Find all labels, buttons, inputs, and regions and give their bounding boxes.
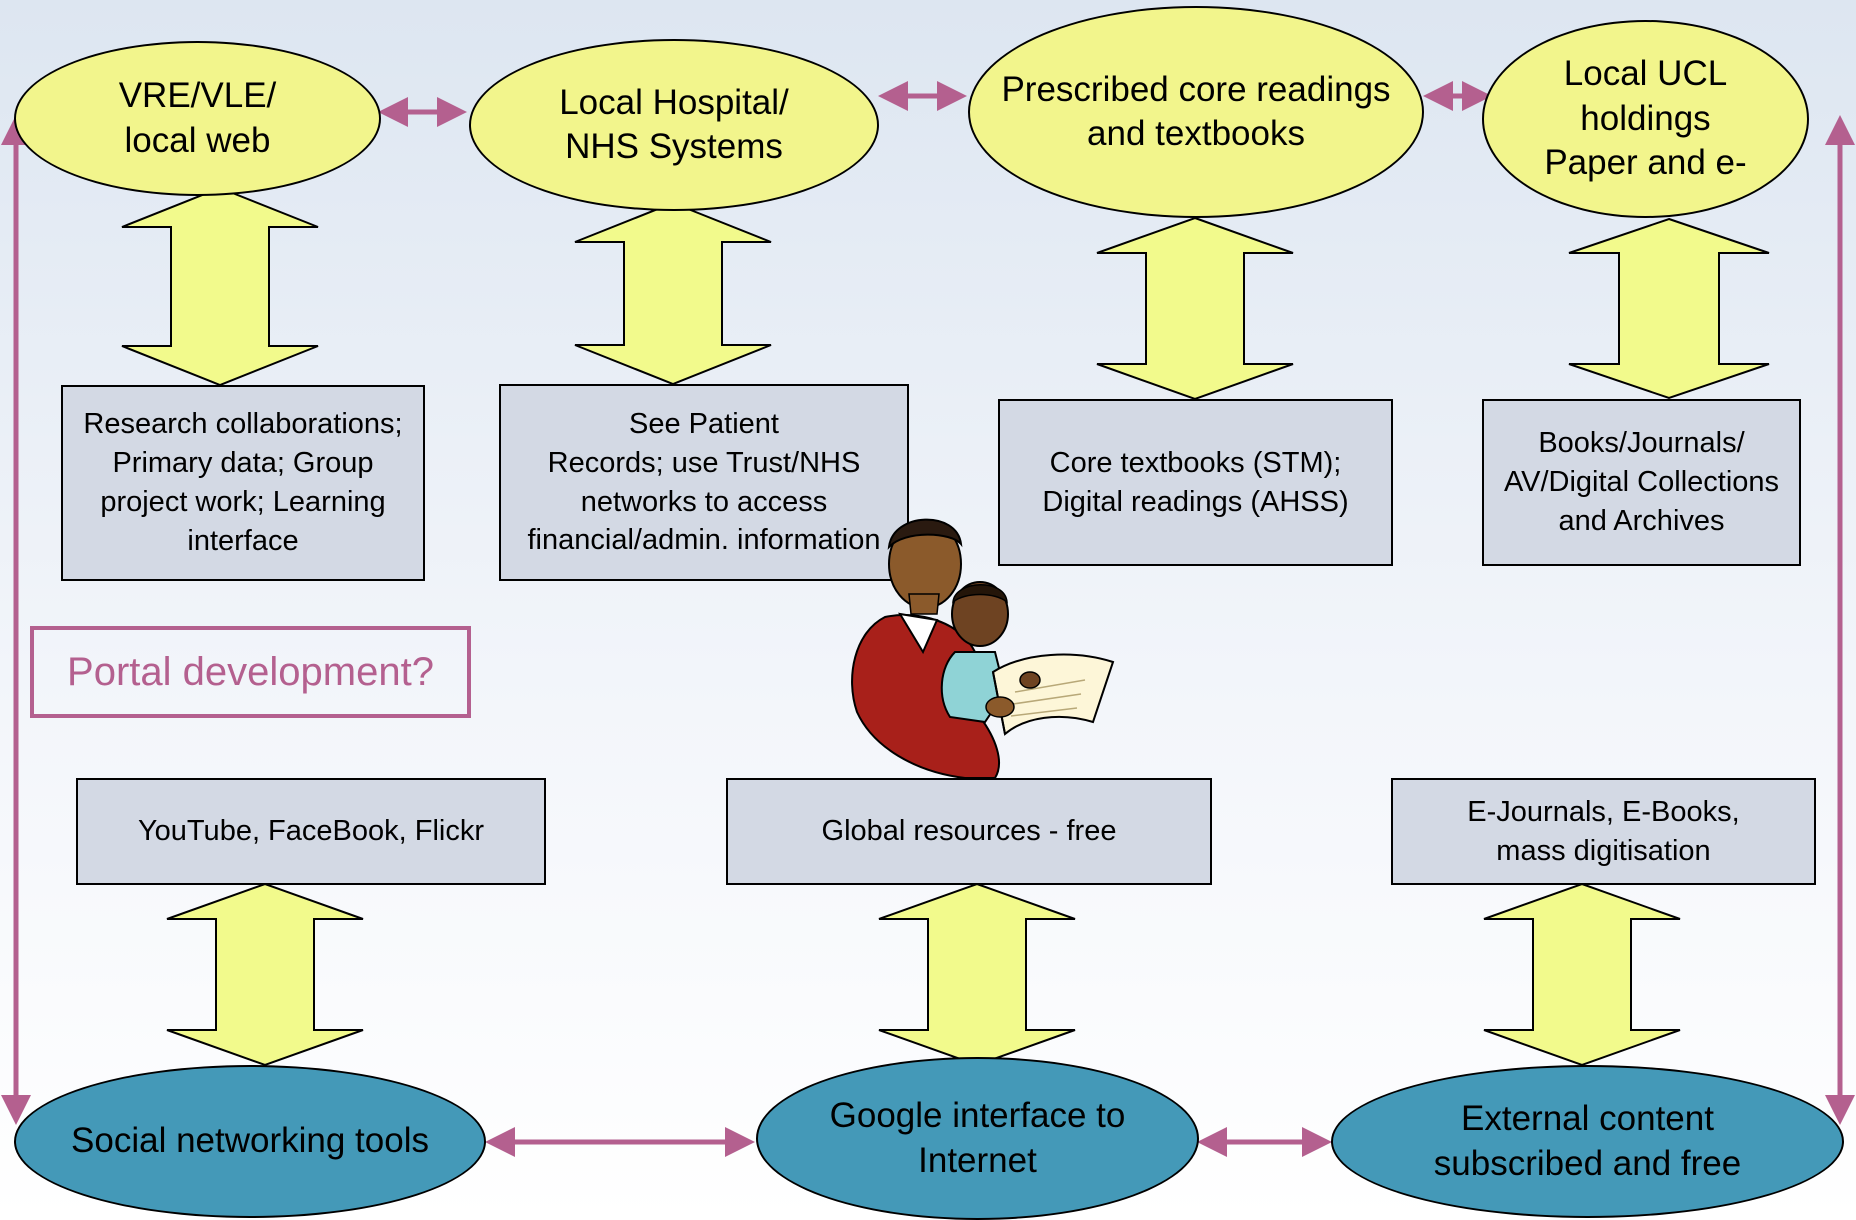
node-local-ucl-holdings: Local UCL holdings Paper and e- (1482, 20, 1809, 218)
node-local-hospital-label: Local Hospital/ NHS Systems (559, 82, 789, 166)
box-global-resources: Global resources - free (726, 778, 1212, 885)
box-core-textbooks: Core textbooks (STM); Digital readings (… (998, 399, 1393, 566)
box-youtube-facebook-flickr-text: YouTube, FaceBook, Flickr (137, 815, 485, 848)
portal-development-text: Portal development? (67, 649, 434, 694)
node-social-networking: Social networking tools (14, 1065, 486, 1218)
box-patient-records: See Patient Records; use Trust/NHS netwo… (499, 384, 909, 581)
box-ejournals-ebooks: E-Journals, E-Books, mass digitisation (1391, 778, 1816, 885)
box-global-resources-text: Global resources - free (821, 815, 1117, 848)
block-arrow-vre (121, 186, 319, 387)
box-research-collaborations: Research collaborations; Primary data; G… (61, 385, 425, 581)
node-prescribed-readings-label: Prescribed core readings and textbooks (1001, 69, 1391, 153)
node-google-interface-label: Google interface to Internet (829, 1096, 1126, 1180)
block-arrow-social (166, 882, 364, 1067)
node-external-content: External content subscribed and free (1331, 1065, 1844, 1218)
box-core-textbooks-text: Core textbooks (STM); Digital readings (… (1042, 446, 1349, 518)
box-research-collaborations-text: Research collaborations; Primary data; G… (83, 408, 403, 557)
node-local-hospital: Local Hospital/ NHS Systems (469, 39, 879, 211)
box-patient-records-text: See Patient Records; use Trust/NHS netwo… (527, 407, 881, 557)
node-prescribed-readings: Prescribed core readings and textbooks (968, 6, 1424, 218)
block-arrow-external (1483, 882, 1681, 1067)
block-arrow-hospital (574, 201, 772, 386)
reading-clipart (851, 518, 1115, 779)
block-arrow-readings (1096, 216, 1294, 401)
box-youtube-facebook-flickr: YouTube, FaceBook, Flickr (76, 778, 546, 885)
block-arrow-google (878, 882, 1076, 1067)
node-social-networking-label: Social networking tools (71, 1121, 429, 1161)
portal-development-label: Portal development? (30, 626, 471, 718)
node-vre-vle: VRE/VLE/ local web (14, 41, 381, 196)
node-vre-vle-label: VRE/VLE/ local web (118, 76, 277, 160)
box-books-journals: Books/Journals/ AV/Digital Collections a… (1482, 399, 1801, 566)
block-arrow-holdings (1568, 217, 1770, 400)
box-ejournals-ebooks-text: E-Journals, E-Books, mass digitisation (1467, 795, 1740, 867)
node-local-ucl-holdings-label: Local UCL holdings Paper and e- (1544, 54, 1747, 183)
node-google-interface: Google interface to Internet (756, 1057, 1199, 1220)
node-external-content-label: External content subscribed and free (1433, 1099, 1742, 1183)
box-books-journals-text: Books/Journals/ AV/Digital Collections a… (1503, 427, 1780, 537)
